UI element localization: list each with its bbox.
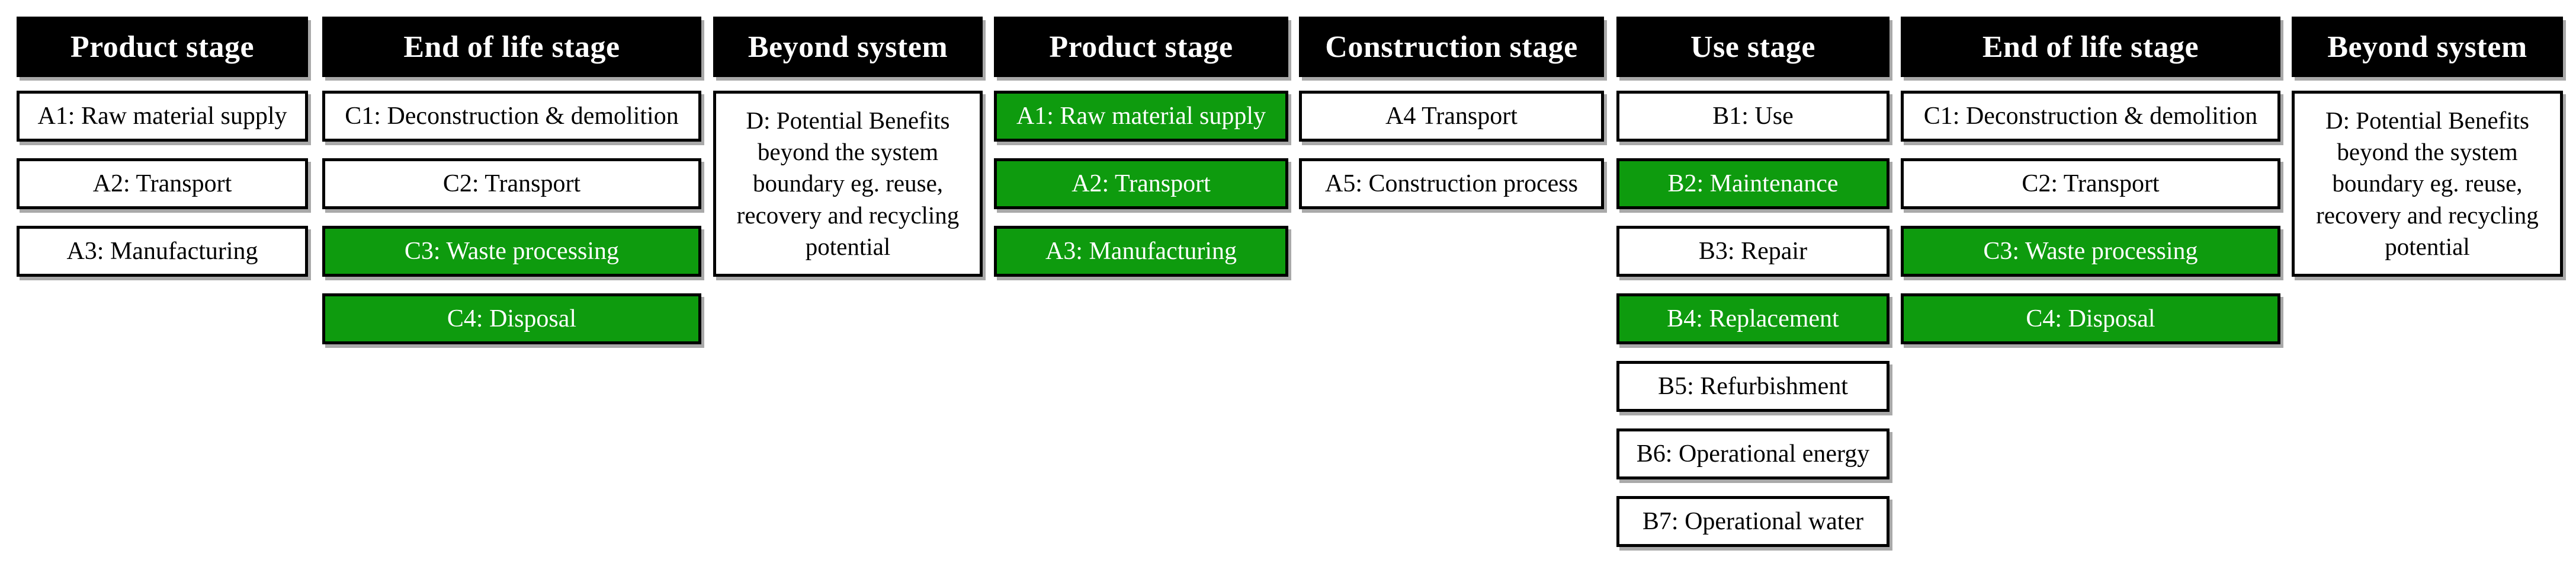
column-construction-stage: Construction stage A4 Transport A5: Cons… — [1299, 17, 1604, 226]
column-product-stage-right: Product stage A1: Raw material supply A2… — [994, 17, 1288, 293]
column-beyond-system-right: Beyond system D: Potential Benefits beyo… — [2292, 17, 2563, 293]
module-box-d-left: D: Potential Benefits beyond the system … — [713, 91, 983, 277]
module-box-b1: B1: Use — [1616, 91, 1890, 142]
module-box-c1-left: C1: Deconstruction & demolition — [322, 91, 701, 142]
stage-header-beyond-system-left: Beyond system — [713, 17, 983, 77]
module-box-b5: B5: Refurbishment — [1616, 361, 1890, 412]
module-box-b7: B7: Operational water — [1616, 496, 1890, 547]
stage-header-use-stage: Use stage — [1616, 17, 1890, 77]
module-box-b6: B6: Operational energy — [1616, 428, 1890, 479]
module-box-c3-right-highlighted: C3: Waste processing — [1901, 226, 2280, 277]
module-box-b2-highlighted: B2: Maintenance — [1616, 158, 1890, 209]
module-box-c4-left-highlighted: C4: Disposal — [322, 293, 701, 344]
module-box-c1-right: C1: Deconstruction & demolition — [1901, 91, 2280, 142]
module-box-c4-right-highlighted: C4: Disposal — [1901, 293, 2280, 344]
module-box-a5: A5: Construction process — [1299, 158, 1604, 209]
module-box-c2-left: C2: Transport — [322, 158, 701, 209]
module-box-a3-left: A3: Manufacturing — [17, 226, 308, 277]
stage-header-product-stage-right: Product stage — [994, 17, 1288, 77]
module-box-b4-highlighted: B4: Replacement — [1616, 293, 1890, 344]
column-beyond-system-left: Beyond system D: Potential Benefits beyo… — [713, 17, 983, 293]
module-box-a1-left: A1: Raw material supply — [17, 91, 308, 142]
stage-header-beyond-system-right: Beyond system — [2292, 17, 2563, 77]
module-box-c3-left-highlighted: C3: Waste processing — [322, 226, 701, 277]
column-use-stage: Use stage B1: Use B2: Maintenance B3: Re… — [1616, 17, 1890, 563]
stage-header-end-of-life-right: End of life stage — [1901, 17, 2280, 77]
column-product-stage-left: Product stage A1: Raw material supply A2… — [17, 17, 308, 293]
module-box-d-right: D: Potential Benefits beyond the system … — [2292, 91, 2563, 277]
module-box-a1-right-highlighted: A1: Raw material supply — [994, 91, 1288, 142]
stage-header-end-of-life-left: End of life stage — [322, 17, 701, 77]
stage-header-construction-stage: Construction stage — [1299, 17, 1604, 77]
column-end-of-life-right: End of life stage C1: Deconstruction & d… — [1901, 17, 2280, 361]
module-box-a2-right-highlighted: A2: Transport — [994, 158, 1288, 209]
module-box-b3: B3: Repair — [1616, 226, 1890, 277]
column-end-of-life-left: End of life stage C1: Deconstruction & d… — [322, 17, 701, 361]
module-box-a3-right-highlighted: A3: Manufacturing — [994, 226, 1288, 277]
module-box-a4: A4 Transport — [1299, 91, 1604, 142]
stage-header-product-stage-left: Product stage — [17, 17, 308, 77]
module-box-c2-right: C2: Transport — [1901, 158, 2280, 209]
module-box-a2-left: A2: Transport — [17, 158, 308, 209]
